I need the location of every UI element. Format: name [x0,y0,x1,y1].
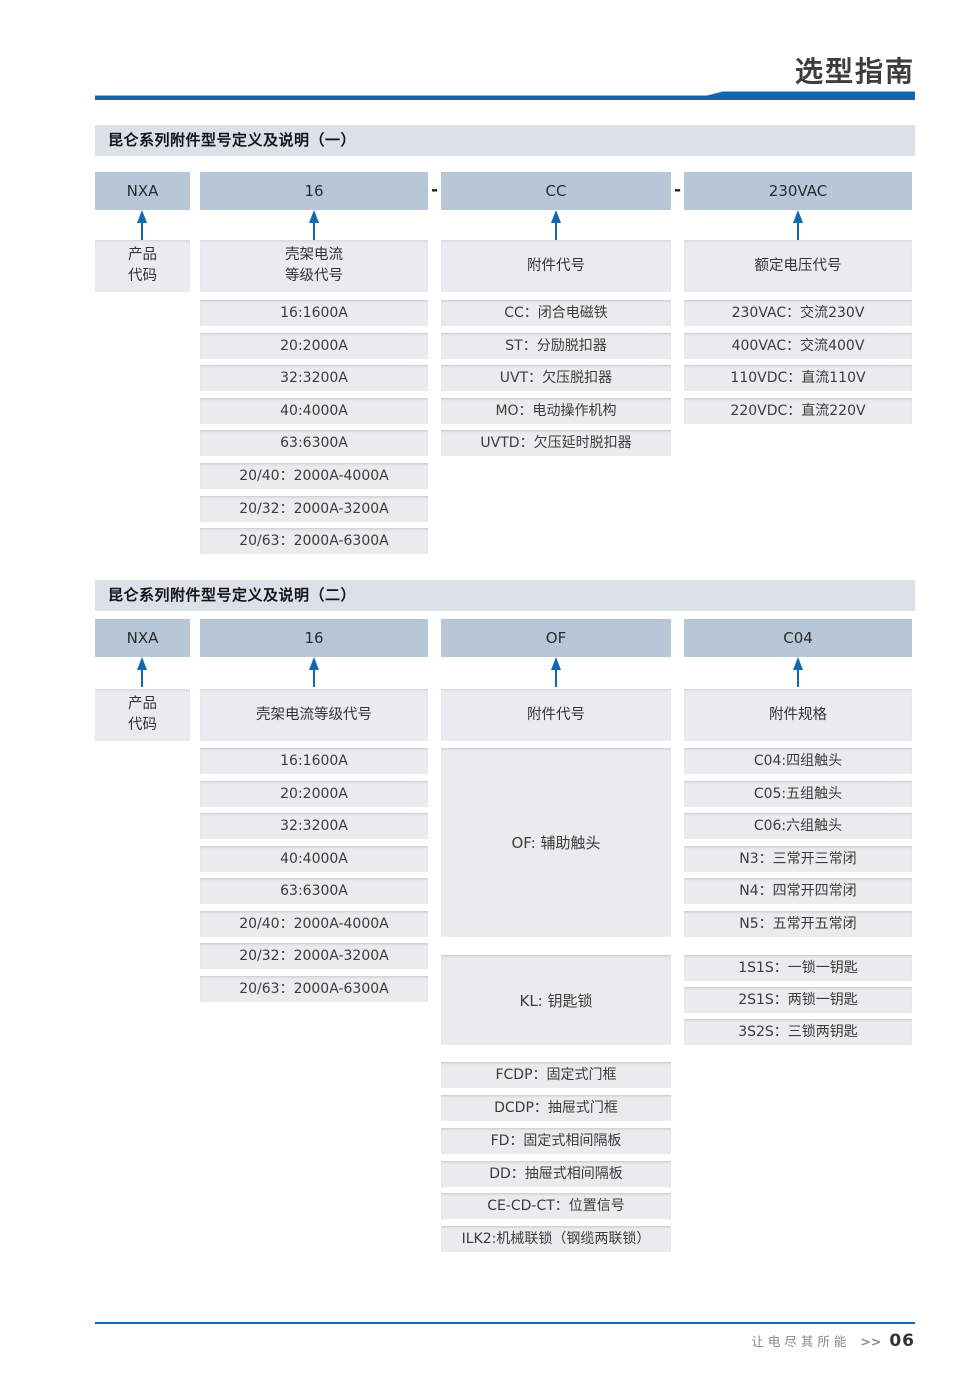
list-item: 16:1600A [200,300,428,326]
section1-code-accessory: CC [441,172,671,210]
section1-label-frame-current: 壳架电流 等级代号 [200,240,428,292]
list-item: 32:3200A [200,365,428,391]
list-item: 20:2000A [200,781,428,807]
label-line: 壳架电流 [285,247,343,263]
label-line: 附件代号 [527,706,585,723]
list-item: 40:4000A [200,398,428,424]
footer-rule [95,1322,915,1324]
arrow-up-icon [793,657,803,687]
section1-header-bar: 昆仑系列附件型号定义及说明（一） [95,125,915,156]
footer-page-number: 06 [889,1331,915,1351]
list-item: 32:3200A [200,813,428,839]
label-line: 产品 [128,247,157,263]
list-item: N3：三常开三常闭 [684,846,912,872]
list-item: C04:四组触头 [684,748,912,774]
list-item: 20/32：2000A-3200A [200,496,428,522]
label-line: 产品 [128,696,157,712]
model-dash-separator: - [673,180,682,200]
footer-separator: >> [860,1334,882,1349]
model-dash-separator: - [430,180,439,200]
list-item: 1S1S：一锁一钥匙 [684,955,912,981]
list-item: 2S1S：两锁一钥匙 [684,987,912,1013]
label-line: 代码 [128,717,157,733]
list-item: ST：分励脱扣器 [441,333,671,359]
merged-box-of-auxiliary-contact: OF: 辅助触头 [441,748,671,937]
list-item: 20/63：2000A-6300A [200,528,428,554]
list-item: 20/40：2000A-4000A [200,463,428,489]
list-item: DCDP：抽屉式门框 [441,1095,671,1121]
list-item: 400VAC：交流400V [684,333,912,359]
label-line: 代码 [128,268,157,284]
arrow-up-icon [793,210,803,240]
list-item: 20/63：2000A-6300A [200,976,428,1002]
footer-slogan: 让电尽其所能 [751,1334,851,1349]
list-item: 40:4000A [200,846,428,872]
section2-label-product-code: 产品 代码 [95,689,190,741]
list-item: 110VDC：直流110V [684,365,912,391]
list-item: C05:五组触头 [684,781,912,807]
section1-code-product: NXA [95,172,190,210]
section1-code-voltage: 230VAC [684,172,912,210]
list-item: 16:1600A [200,748,428,774]
section2-label-frame-current: 壳架电流等级代号 [200,689,428,741]
list-item: DD：抽屉式相间隔板 [441,1161,671,1187]
list-item: FCDP：固定式门框 [441,1062,671,1088]
arrow-up-icon [551,210,561,240]
label-line: 附件代号 [527,257,585,274]
list-item: 63:6300A [200,878,428,904]
list-item: 20:2000A [200,333,428,359]
arrow-up-icon [309,657,319,687]
arrow-up-icon [551,657,561,687]
arrow-up-icon [137,210,147,240]
section2-code-spec: C04 [684,619,912,657]
section2-code-product: NXA [95,619,190,657]
list-item: FD：固定式相间隔板 [441,1128,671,1154]
section1-label-voltage-code: 额定电压代号 [684,240,912,292]
section1-label-accessory-code: 附件代号 [441,240,671,292]
list-item: N5：五常开五常闭 [684,911,912,937]
list-item: 20/32：2000A-3200A [200,943,428,969]
section1-label-product-code: 产品 代码 [95,240,190,292]
arrow-up-icon [309,210,319,240]
section2-label-accessory-code: 附件代号 [441,689,671,741]
label-line: 附件规格 [769,706,827,723]
list-item: CC：闭合电磁铁 [441,300,671,326]
page-title: 选型指南 [794,55,915,88]
list-item: UVT：欠压脱扣器 [441,365,671,391]
list-item: 63:6300A [200,430,428,456]
title-rule-swoosh [95,91,915,100]
arrow-up-icon [137,657,147,687]
merged-box-kl-key-lock: KL: 钥匙锁 [441,955,671,1045]
list-item: 220VDC：直流220V [684,398,912,424]
list-item: 20/40：2000A-4000A [200,911,428,937]
section2-label-accessory-spec: 附件规格 [684,689,912,741]
section2-code-frame: 16 [200,619,428,657]
section2-code-accessory: OF [441,619,671,657]
list-item: 230VAC：交流230V [684,300,912,326]
section1-code-frame: 16 [200,172,428,210]
footer: 让电尽其所能 >> 06 [415,1331,915,1355]
list-item: UVTD：欠压延时脱扣器 [441,430,671,456]
list-item: N4：四常开四常闭 [684,878,912,904]
list-item: 3S2S：三锁两钥匙 [684,1019,912,1045]
label-line: 等级代号 [285,268,343,284]
label-line: 壳架电流等级代号 [256,706,372,723]
list-item: CE-CD-CT：位置信号 [441,1193,671,1219]
list-item: ILK2:机械联锁（钢缆两联锁） [441,1226,671,1252]
list-item: MO：电动操作机构 [441,398,671,424]
section2-header-bar: 昆仑系列附件型号定义及说明（二） [95,580,915,611]
label-line: 额定电压代号 [754,257,842,274]
list-item: C06:六组触头 [684,813,912,839]
